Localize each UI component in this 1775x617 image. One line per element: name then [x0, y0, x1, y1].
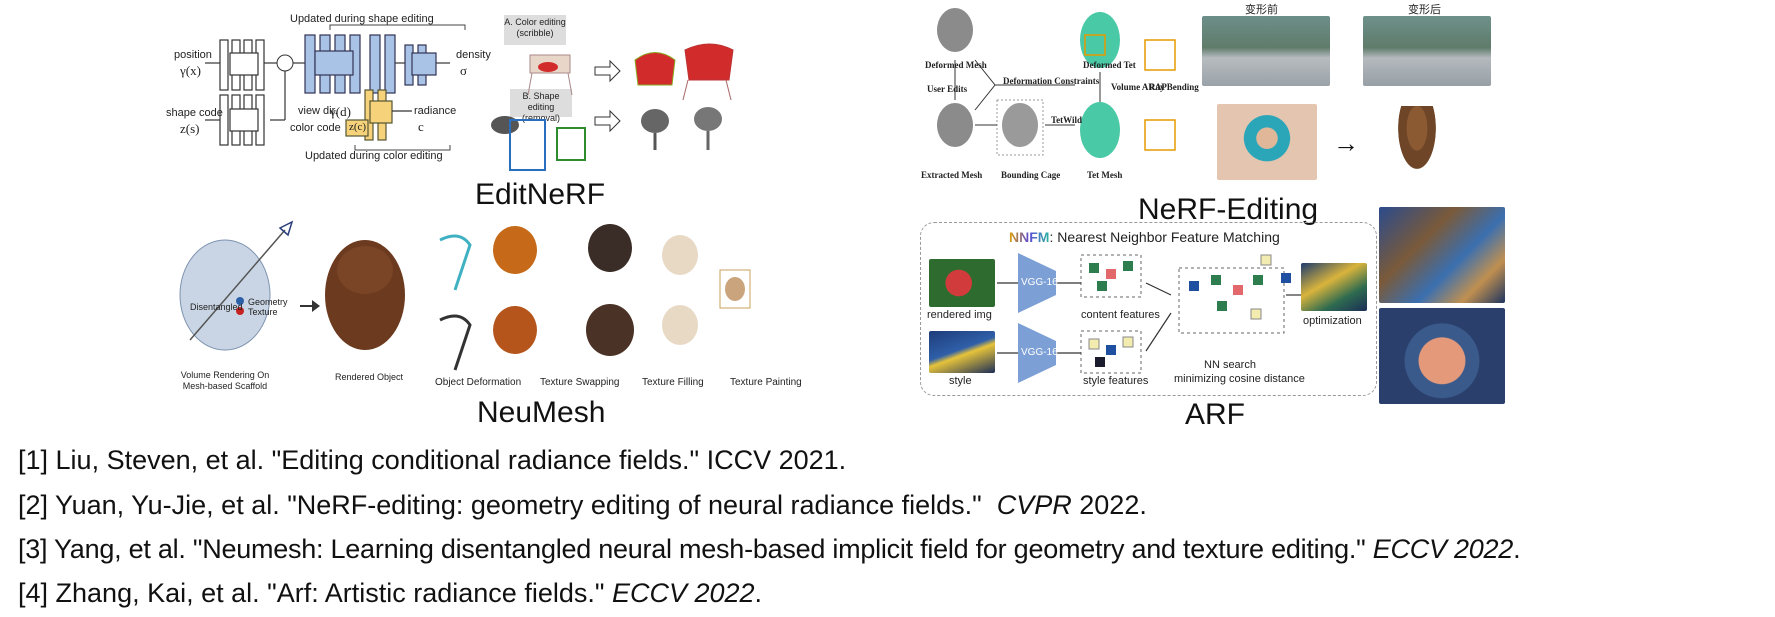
reference-2-num: [2] — [18, 490, 49, 520]
editnerf-figure: Updated during shape editing Updated dur… — [160, 5, 740, 185]
ne-before-label: 变形前 — [1245, 4, 1278, 16]
reference-4-tail: . — [754, 578, 763, 608]
arf-result-photo-bottom — [1379, 308, 1505, 404]
neumesh-label-geometry: Geometry — [248, 297, 288, 307]
arf-style-label: style — [949, 375, 972, 387]
arf-nnfm-abbrev: NNFM — [1009, 229, 1050, 245]
editnerf-title: EditNeRF — [475, 178, 606, 211]
arf-min-cos-label: minimizing cosine distance — [1174, 373, 1305, 385]
arf-pipeline-diagram — [997, 253, 1301, 383]
editnerf-input-position: position — [174, 49, 212, 61]
editnerf-view-dir-sym: γ(d) — [330, 104, 351, 119]
editnerf-chair-examples — [491, 43, 734, 171]
neumesh-figure: Disentangled Geometry Texture Volume Ren… — [170, 200, 830, 400]
reference-2-venue: CVPR — [996, 490, 1072, 520]
arf-optimization-photo — [1301, 263, 1367, 311]
neumesh-label-rendered-object: Rendered Object — [335, 372, 404, 382]
reference-3-num: [3] — [18, 534, 48, 564]
editnerf-bottom-label: Updated during color editing — [305, 150, 443, 162]
arf-figure: NNFM: Nearest Neighbor Feature Matching … — [920, 222, 1377, 396]
arf-vgg-top: VGG-16 — [1021, 277, 1058, 288]
neumesh-label-texture-filling: Texture Filling — [642, 377, 704, 388]
neumesh-illustrations — [179, 220, 751, 371]
reference-4: [4] Zhang, Kai, et al. "Arf: Artistic ra… — [18, 578, 762, 609]
ne-after-label: 变形后 — [1408, 4, 1441, 16]
neumesh-label-texture-painting: Texture Painting — [730, 377, 802, 388]
nerf-editing-figure: Deformed Mesh User Edits Deformation Con… — [915, 0, 1515, 190]
editnerf-output-density: density — [456, 49, 491, 61]
arf-style-photo — [929, 331, 995, 373]
editnerf-input-shape-sym: z(s) — [180, 121, 200, 136]
arf-nnfm-description: : Nearest Neighbor Feature Matching — [1049, 229, 1280, 245]
arf-nn-search-label: NN search — [1204, 359, 1256, 371]
editnerf-output-density-sym: σ — [460, 63, 468, 78]
nerf-editing-title: NeRF-Editing — [1138, 193, 1319, 226]
reference-4-venue: ECCV 2022 — [611, 578, 755, 608]
arf-title: ARF — [1185, 398, 1245, 431]
reference-1: [1] Liu, Steven, et al. "Editing conditi… — [18, 445, 846, 476]
ne-label-deformed-mesh: Deformed Mesh — [925, 60, 987, 70]
reference-3: [3] Yang, et al. "Neumesh: Learning dise… — [18, 534, 1521, 565]
editnerf-view-dir: view dir. — [298, 105, 338, 117]
editnerf-top-label: Updated during shape editing — [290, 13, 434, 25]
ne-label-volume-arap: Volume ARAP — [1111, 82, 1167, 92]
editnerf-input-position-sym: γ(x) — [180, 63, 201, 78]
editnerf-shape-editing-label: B. Shape editing (removal) — [521, 91, 560, 123]
arf-rendered-photo — [929, 259, 995, 307]
arrow-icon-2 — [594, 109, 621, 133]
reference-1-text: Liu, Steven, et al. "Editing conditional… — [48, 445, 847, 475]
ne-label-bounding-cage: Bounding Cage — [1001, 170, 1061, 180]
editnerf-color-editing-box: A. Color editing (scribble) — [504, 15, 566, 45]
ne-before-photo — [1202, 16, 1330, 86]
arf-result-photo-top — [1379, 207, 1505, 303]
arf-rendered-label: rendered img — [927, 309, 992, 321]
neumesh-label-object-deformation: Object Deformation — [435, 377, 522, 388]
reference-4-text: Zhang, Kai, et al. "Arf: Artistic radian… — [48, 578, 612, 608]
arf-optimization-label: optimization — [1303, 315, 1362, 327]
reference-3-venue: ECCV 2022 — [1372, 534, 1514, 564]
ne-after-photo — [1363, 16, 1491, 86]
ne-arrow-icon: → — [1333, 128, 1359, 158]
reference-2: [2] Yuan, Yu-Jie, et al. "NeRF-editing: … — [18, 490, 1147, 521]
editnerf-output-radiance: radiance — [414, 105, 457, 117]
editnerf-color-code: color code — [290, 122, 341, 134]
neumesh-volume-rendering-text: Volume Rendering On Mesh-based Scaffold — [180, 370, 270, 391]
ne-label-ray-bending: Ray Bending — [1149, 82, 1199, 92]
ne-label-tetwild: TetWild — [1051, 115, 1083, 125]
neumesh-title: NeuMesh — [477, 396, 606, 429]
arf-nnfm-title: NNFM: Nearest Neighbor Feature Matching — [1009, 229, 1280, 245]
reference-3-text: Yang, et al. "Neumesh: Learning disentan… — [47, 534, 1373, 564]
ne-label-deformation-constraints: Deformation Constraints — [1003, 76, 1100, 86]
neumesh-label-texture: Texture — [248, 307, 278, 317]
ne-label-deformed-tet: Deformed Tet — [1083, 60, 1136, 70]
arf-content-features-label: content features — [1081, 309, 1160, 321]
editnerf-color-code-sym: z(c) — [349, 121, 367, 133]
red-scribble — [538, 62, 558, 72]
ne-portrait-photo — [1217, 104, 1317, 180]
reference-2-text: Yuan, Yu-Jie, et al. "NeRF-editing: geom… — [48, 490, 997, 520]
ne-label-tet-mesh: Tet Mesh — [1087, 170, 1123, 180]
editnerf-color-editing-label: A. Color editing (scribble) — [504, 17, 566, 38]
arrow-icon — [594, 59, 621, 83]
editnerf-shape-editing-box: B. Shape editing (removal) — [510, 89, 572, 123]
editnerf-input-shape: shape code — [166, 107, 223, 119]
reference-4-num: [4] — [18, 578, 49, 608]
arf-style-features-label: style features — [1083, 375, 1149, 387]
ne-label-extracted-mesh: Extracted Mesh — [921, 170, 983, 180]
neumesh-label-texture-swapping: Texture Swapping — [540, 377, 620, 388]
nerf-editing-pipeline-diagram — [937, 8, 1176, 158]
editnerf-architecture-diagram — [205, 24, 466, 151]
neumesh-label-disentangled: Disentangled — [190, 302, 243, 312]
editnerf-output-radiance-sym: c — [418, 119, 424, 134]
ne-bust-photo — [1393, 106, 1441, 180]
ne-label-user-edits: User Edits — [927, 84, 968, 94]
arf-vgg-bottom: VGG-16 — [1021, 347, 1058, 358]
neumesh-label-volume-rendering: Volume Rendering On Mesh-based Scaffold — [170, 370, 280, 392]
reference-3-tail: . — [1513, 534, 1521, 564]
reference-2-tail: 2022. — [1071, 490, 1147, 520]
reference-1-num: [1] — [18, 445, 49, 475]
